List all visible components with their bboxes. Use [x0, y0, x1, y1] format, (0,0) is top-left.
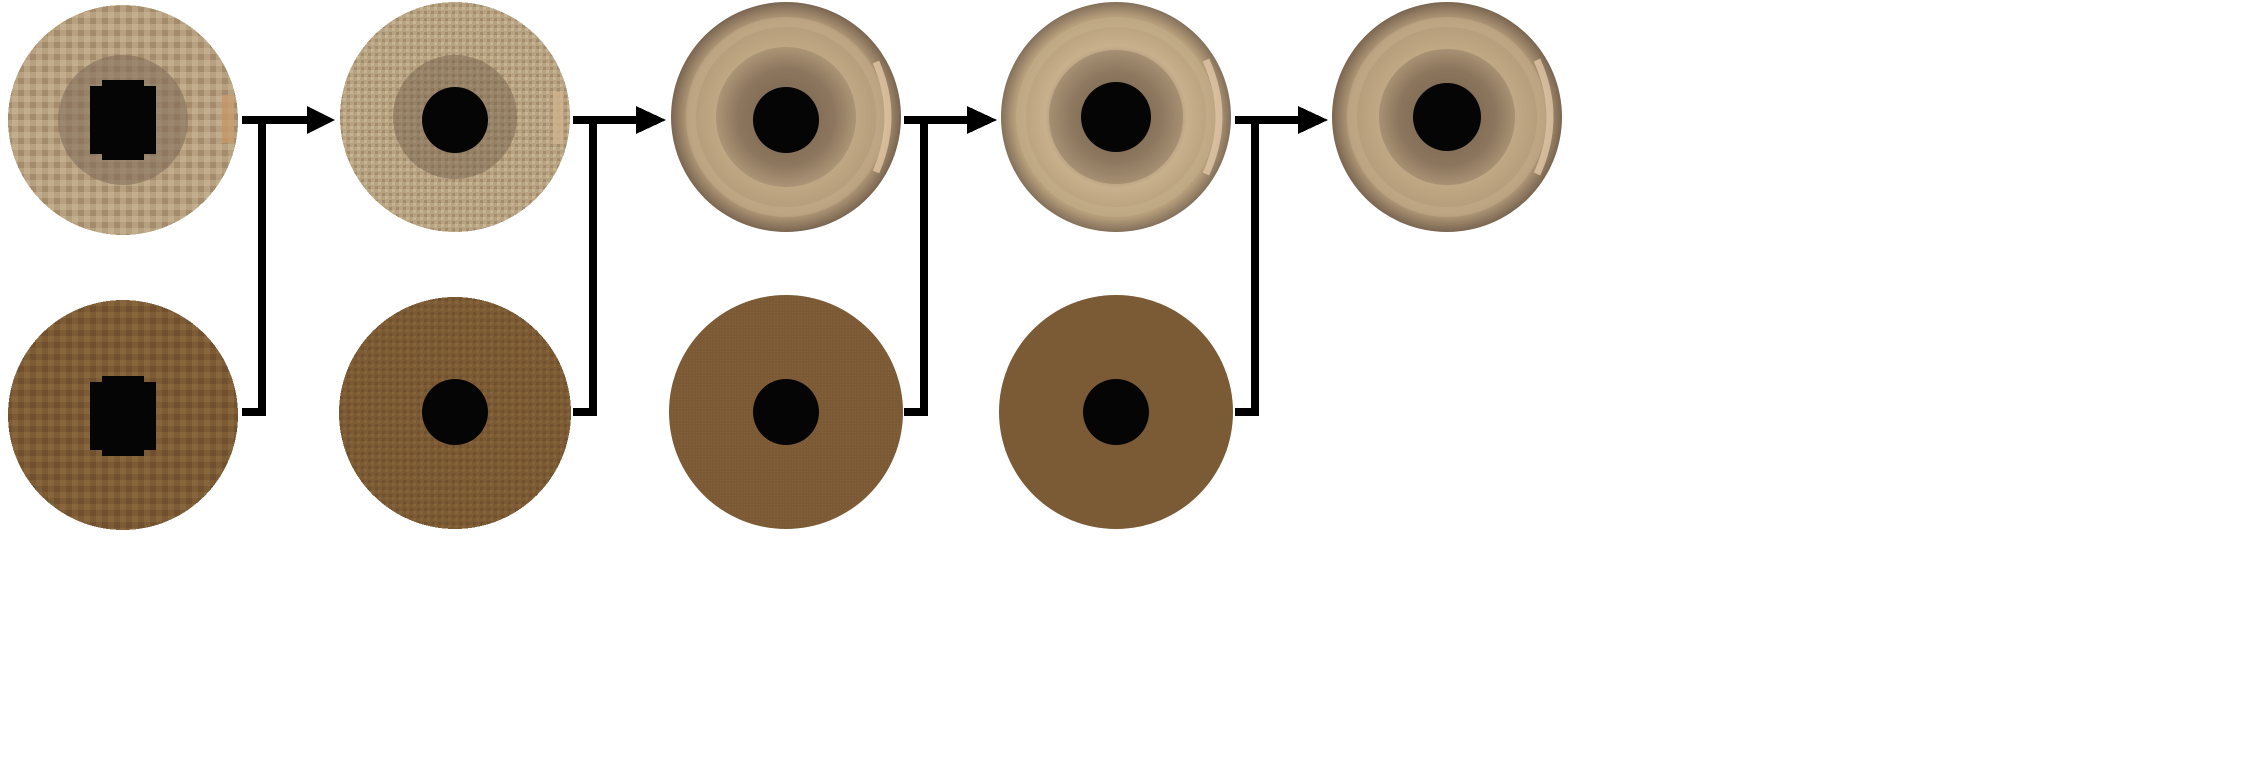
- iris-top-1: [8, 5, 238, 235]
- iris-top-3: [671, 2, 901, 232]
- connector-1: [242, 106, 335, 416]
- iris-top-4: [1001, 2, 1231, 232]
- connector-2: [573, 106, 666, 416]
- iris-top-5: [1332, 2, 1562, 232]
- connector-4: [1235, 106, 1328, 416]
- base-bottom-1: [8, 300, 238, 530]
- base-bottom-2: [339, 297, 571, 529]
- iris-top-2: [340, 2, 570, 232]
- base-bottom-4: [999, 295, 1233, 529]
- connector-3: [904, 106, 997, 416]
- base-bottom-3: [669, 295, 903, 529]
